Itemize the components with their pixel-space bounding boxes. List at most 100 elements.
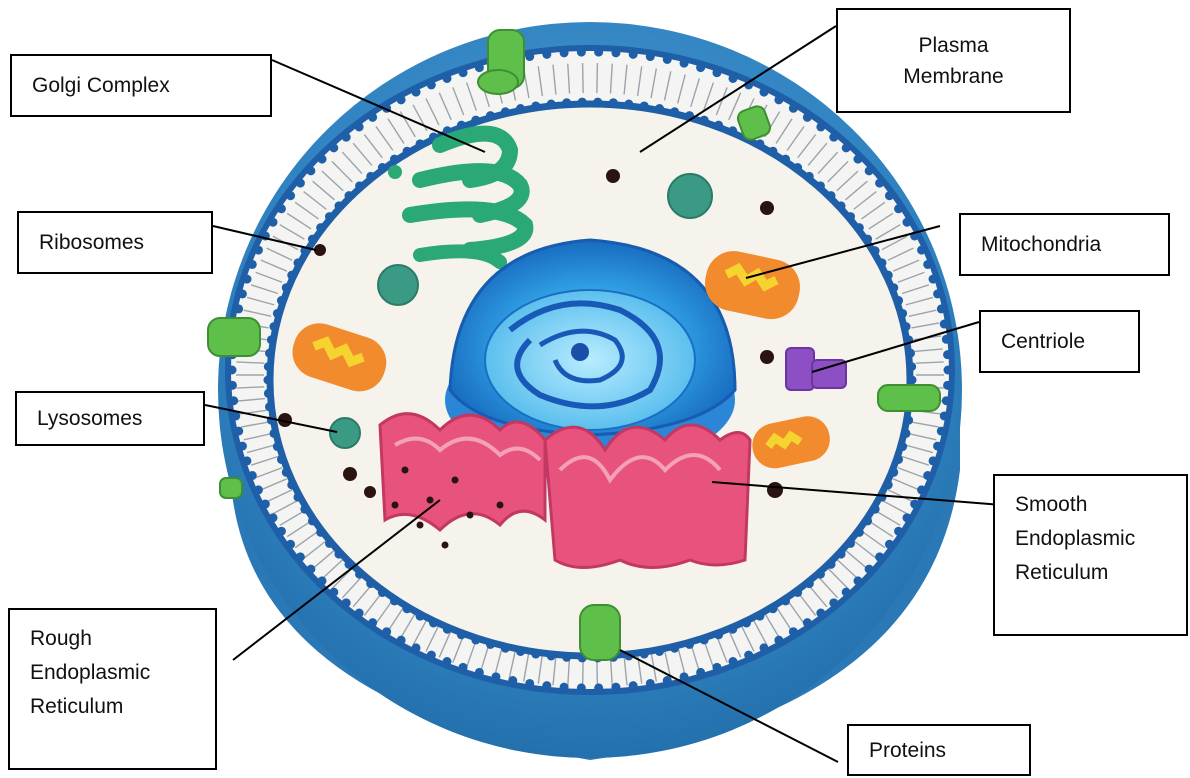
- membrane-bead: [265, 402, 274, 411]
- membrane-bead: [837, 201, 846, 210]
- membrane-bead: [894, 296, 903, 305]
- membrane-bead: [547, 100, 556, 109]
- membrane-bead: [325, 539, 334, 548]
- label-plasma-membrane: Plasma Membrane: [836, 8, 1071, 113]
- membrane-bead: [378, 163, 387, 172]
- membrane-bead: [264, 389, 273, 398]
- membrane-bead: [516, 104, 525, 113]
- membrane-bead: [894, 204, 903, 213]
- membrane-bead: [759, 643, 768, 652]
- membrane-bead: [759, 88, 768, 97]
- membrane-bead: [755, 612, 764, 621]
- membrane-bead: [942, 335, 951, 344]
- label-proteins-text: Proteins: [869, 735, 946, 766]
- membrane-bead: [254, 485, 263, 494]
- membrane-bead: [863, 235, 872, 244]
- membrane-bead: [937, 427, 946, 436]
- membrane-bead: [680, 672, 689, 681]
- membrane-bead: [562, 653, 571, 662]
- membrane-bead: [663, 55, 672, 64]
- membrane-bead: [306, 565, 315, 574]
- membrane-bead: [542, 681, 551, 690]
- membrane-bead: [803, 113, 812, 122]
- smooth-er: [545, 425, 750, 568]
- membrane-bead: [933, 442, 942, 451]
- label-ribosomes: Ribosomes: [17, 211, 213, 274]
- membrane-bead: [816, 570, 825, 579]
- membrane-bead: [700, 635, 709, 644]
- membrane-bead: [355, 122, 364, 131]
- membrane-bead: [696, 668, 705, 677]
- membrane-bead: [308, 235, 317, 244]
- membrane-bead: [655, 647, 664, 656]
- membrane-bead: [871, 505, 880, 514]
- membrane-bead: [889, 283, 898, 292]
- membrane-bead: [254, 246, 263, 255]
- membrane-bead: [412, 88, 421, 97]
- membrane-bead: [269, 429, 278, 438]
- membrane-bead: [629, 50, 638, 59]
- membrane-bead: [594, 683, 603, 692]
- membrane-bead: [403, 147, 412, 156]
- membrane-bead: [646, 679, 655, 688]
- membrane-bead: [342, 598, 351, 607]
- membrane-bead: [696, 63, 705, 72]
- membrane-bead: [884, 480, 893, 489]
- membrane-bead: [611, 683, 620, 692]
- membrane-bead: [234, 304, 243, 313]
- membrane-bead: [908, 376, 917, 385]
- membrane-bead: [443, 74, 452, 83]
- membrane-bead: [837, 550, 846, 559]
- membrane-bead: [577, 683, 586, 692]
- membrane-bead: [318, 155, 327, 164]
- membrane-bead: [629, 681, 638, 690]
- membrane-bead: [329, 588, 338, 597]
- membrane-bead: [378, 588, 387, 597]
- label-centriole: Centriole: [979, 310, 1140, 373]
- membrane-bead: [318, 576, 327, 585]
- membrane-bead: [560, 683, 569, 692]
- membrane-bead: [334, 201, 343, 210]
- membrane-bead: [273, 309, 282, 318]
- membrane-bead: [943, 381, 952, 390]
- membrane-bead: [937, 304, 946, 313]
- membrane-bead: [904, 416, 913, 425]
- membrane-bead: [933, 289, 942, 298]
- membrane-bead: [898, 442, 907, 451]
- membrane-stripe: [583, 63, 584, 93]
- membrane-bead: [742, 618, 751, 627]
- membrane-bead: [885, 191, 894, 200]
- membrane-bead: [842, 588, 851, 597]
- membrane-bead: [875, 552, 884, 561]
- membrane-bead: [789, 627, 798, 636]
- membrane-bead: [397, 95, 406, 104]
- membrane-bead: [264, 376, 273, 385]
- membrane-bead: [287, 480, 296, 489]
- er-ribosome-dot: [417, 522, 424, 529]
- membrane-bead: [269, 218, 278, 227]
- membrane-bead: [805, 172, 814, 181]
- membrane-bead: [855, 528, 864, 537]
- membrane-bead: [712, 663, 721, 672]
- membrane-bead: [884, 271, 893, 280]
- membrane-bead: [609, 98, 618, 107]
- membrane-bead: [282, 283, 291, 292]
- membrane-bead: [865, 565, 874, 574]
- membrane-bead: [316, 223, 325, 232]
- membrane-bead: [542, 50, 551, 59]
- membrane-bead: [342, 133, 351, 142]
- label-lysosomes: Lysosomes: [15, 391, 205, 446]
- membrane-bead: [286, 540, 295, 549]
- membrane-bead: [316, 528, 325, 537]
- membrane-bead: [382, 627, 391, 636]
- membrane-bead: [366, 579, 375, 588]
- membrane-bead: [443, 625, 452, 634]
- membrane-bead: [412, 643, 421, 652]
- membrane-bead: [863, 516, 872, 525]
- membrane-bead: [917, 485, 926, 494]
- membrane-bead: [943, 350, 952, 359]
- membrane-bead: [793, 588, 802, 597]
- membrane-bead: [238, 289, 247, 298]
- membrane-bead: [655, 104, 664, 113]
- membrane-bead: [471, 635, 480, 644]
